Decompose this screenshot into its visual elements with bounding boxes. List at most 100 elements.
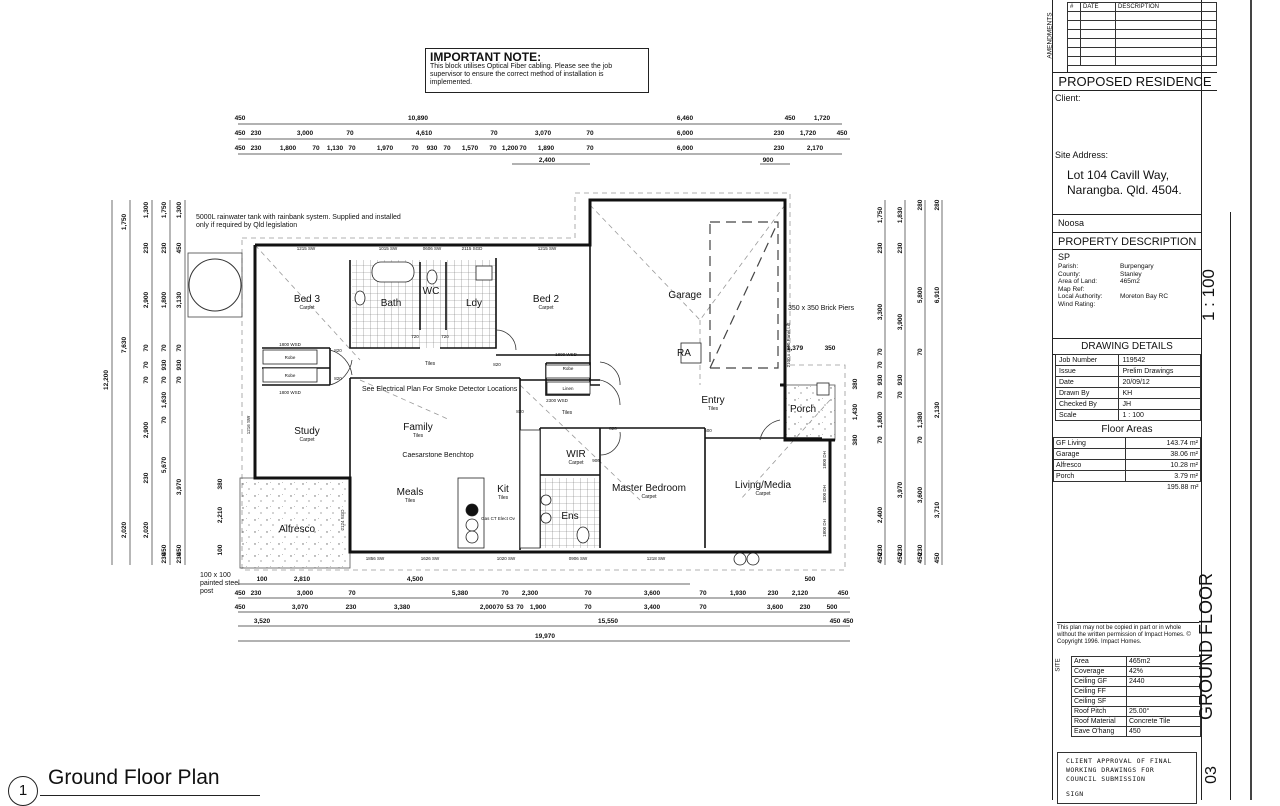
- rainwater-tank-note: 5000L rainwater tank with rainbank syste…: [196, 214, 401, 229]
- dimension-top-2-0: 450: [235, 145, 246, 152]
- dimension-lines: [111, 123, 943, 642]
- fixture-win4-label: 2115 SGD: [462, 246, 483, 251]
- dimension-bottom-2-10: 3,400: [644, 604, 661, 611]
- site-detail-value: [1126, 696, 1201, 707]
- sp-label: SP: [1058, 252, 1071, 262]
- dimension-right-0-4: 70: [877, 361, 884, 369]
- dimension-bottom-0-3: 500: [805, 576, 816, 583]
- dimension-alfresco-2: 100: [217, 544, 224, 555]
- dimension-right-2-4: 70: [917, 436, 924, 444]
- title-underline: [40, 795, 260, 796]
- dimension-porch-0: 1,379: [787, 345, 804, 352]
- room-kit-label: Kit: [497, 484, 509, 495]
- drawing-detail-value: KH: [1118, 387, 1201, 399]
- amendments-label: AMENDMENTS: [1046, 12, 1054, 59]
- dimension-right-3-0: 280: [934, 199, 941, 210]
- floor-area-label: Garage: [1053, 448, 1126, 460]
- brick-piers-note: 350 x 350 Brick Piers: [788, 305, 855, 312]
- dimension-bottom-1-12: 2,120: [792, 590, 809, 597]
- dimension-alfresco-1: 2,210: [217, 506, 224, 523]
- dimension-right-0-1: 230: [877, 242, 884, 253]
- plan-title: Ground Floor Plan: [48, 766, 220, 789]
- dimension-top-0-0: 450: [235, 115, 246, 122]
- address-line-2: Narangba. Qld. 4504.: [1067, 183, 1182, 197]
- site-detail-value: 2440: [1126, 676, 1201, 687]
- site-detail-label: Roof Pitch: [1071, 706, 1127, 717]
- fixture-win1-label: 1215 SW: [297, 246, 316, 251]
- dimension-left-3-9: 450: [161, 544, 168, 555]
- floor-area-value: 3.79 m²: [1124, 470, 1202, 482]
- fixture-robe2-label: Robe: [285, 373, 296, 378]
- dimension-top-1-6: 3,070: [535, 130, 552, 137]
- dimension-top-2-2: 1,800: [280, 145, 297, 152]
- dimension-left-3-8: 5,670: [161, 456, 168, 473]
- dimension-bottom-0-2: 4,500: [407, 576, 424, 583]
- drawing-scale: 1 : 100: [1199, 265, 1225, 325]
- site-detail-label: Roof Material: [1071, 716, 1127, 727]
- dimension-alfresco-0: 380: [217, 478, 224, 489]
- site-detail-value: 25.00°: [1126, 706, 1201, 717]
- fixture-d720a-label: 720: [411, 334, 419, 339]
- property-label: Map Ref:: [1058, 285, 1085, 293]
- sheet-title-text: GROUND FLOOR: [1196, 572, 1217, 721]
- dimension-left-2-0: 1,300: [143, 201, 150, 218]
- dimension-top-2-1: 230: [251, 145, 262, 152]
- fixture-d820d-label: 820: [516, 409, 524, 414]
- dimension-right-1-5: 3,970: [897, 481, 904, 498]
- property-label: Parish:: [1058, 263, 1079, 270]
- dimension-right-2-3: 1,380: [917, 411, 924, 428]
- fixture-d820b-label: 820: [334, 376, 342, 381]
- dimension-left-4-1: 450: [176, 242, 183, 253]
- dimension-left-4-8: 230: [176, 552, 183, 563]
- dimension-left-3-3: 70: [161, 344, 168, 352]
- dimension-bottom-2-0: 450: [235, 604, 246, 611]
- dimension-right-0-10: 230: [877, 544, 884, 555]
- sheet-strip: [1200, 212, 1231, 800]
- dimension-right-0-5: 930: [877, 374, 884, 385]
- dimension-right-1-4: 70: [897, 391, 904, 399]
- fixture-win7-label: 1626 SW: [421, 556, 440, 561]
- site-address: Lot 104 Cavill Way, Narangba. Qld. 4504.: [1067, 168, 1182, 198]
- dimension-bottom-1-0: 450: [235, 590, 246, 597]
- dimension-top-1-7: 70: [586, 130, 594, 137]
- dimension-left-2-8: 2,020: [143, 521, 150, 538]
- smoke-detector-note: See Electrical Plan For Smoke Detector L…: [362, 386, 518, 393]
- dimension-porch-3: 1,430: [852, 403, 859, 420]
- fixture-linen-label: Linen: [562, 386, 574, 391]
- room-wir-finish: Carpet: [568, 460, 584, 466]
- dimension-bottom-1-8: 3,600: [644, 590, 661, 597]
- dimension-right-2-6: 230: [917, 544, 924, 555]
- site-detail-label: Ceiling SF: [1071, 696, 1127, 707]
- dimension-top-2-16: 6,000: [677, 145, 694, 152]
- copyright-notice: This plan may not be copied in part or i…: [1057, 622, 1199, 646]
- drawing-scale-text: 1 : 100: [1199, 269, 1218, 321]
- dimension-left-3-7: 70: [161, 416, 168, 424]
- client-approval-text: CLIENT APPROVAL OF FINAL WORKING DRAWING…: [1066, 757, 1172, 783]
- dimension-left-3-1: 230: [161, 242, 168, 253]
- floor-area-label: Porch: [1053, 470, 1126, 482]
- room-kit-finish: Tiles: [498, 495, 509, 501]
- door-swings: [329, 329, 781, 456]
- dimension-top-3-1: 900: [763, 157, 774, 164]
- roof-outline: [241, 192, 846, 571]
- dimension-left-4-0: 1,300: [176, 201, 183, 218]
- site-label: SITE: [1055, 658, 1062, 672]
- important-note-body: This block utilises Optical Fiber cablin…: [430, 63, 613, 86]
- property-row: Wind Rating:: [1058, 301, 1168, 309]
- property-value: Stanley: [1120, 270, 1142, 278]
- dimension-right-1-2: 3,900: [897, 313, 904, 330]
- fixture-win8-label: 1020 SW: [497, 556, 516, 561]
- dimension-left-4-2: 3,130: [176, 291, 183, 308]
- drawing-details-heading: DRAWING DETAILS: [1053, 338, 1201, 355]
- dimension-left-4-5: 70: [176, 376, 183, 384]
- dimension-bottom-2-7: 70: [516, 604, 524, 611]
- dimension-left-2-1: 230: [143, 242, 150, 253]
